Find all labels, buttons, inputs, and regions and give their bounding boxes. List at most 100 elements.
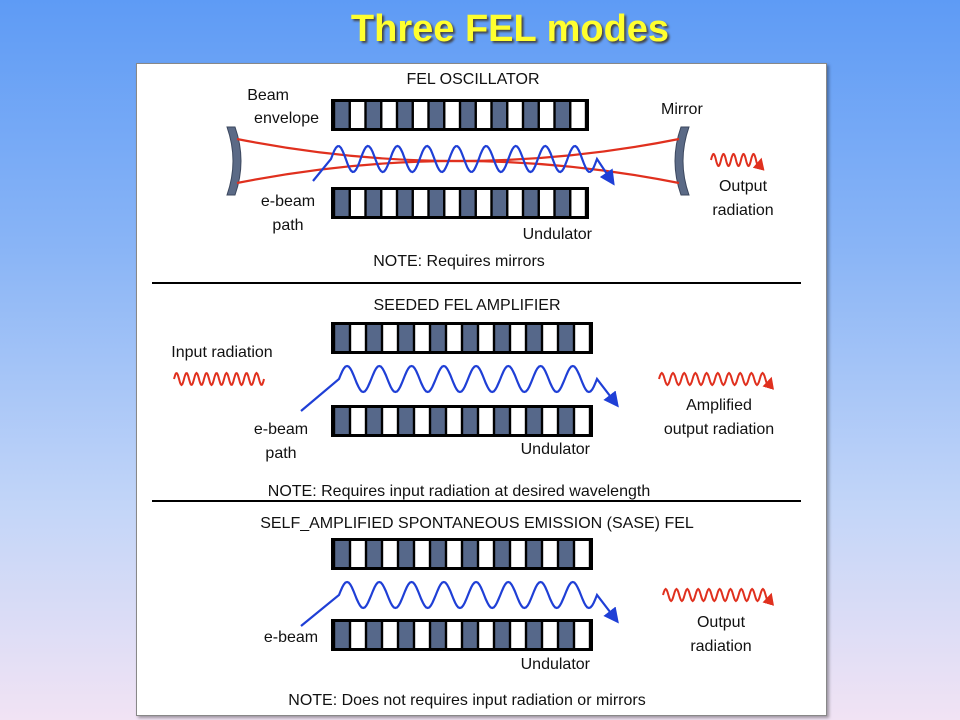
undulator-magnet — [431, 622, 445, 648]
sase-output-label-1: Output — [697, 614, 746, 631]
seeded-ebeam-label-1: e-beam — [254, 421, 308, 438]
undulator-magnet — [479, 622, 493, 648]
undulator-magnet — [479, 408, 493, 434]
undulator-magnet — [539, 102, 554, 128]
input-radiation-label: Input radiation — [171, 344, 272, 361]
seeded-undulator-label: Undulator — [521, 441, 591, 458]
undulator-magnet — [335, 541, 349, 567]
undulator-magnet — [382, 102, 396, 128]
undulator-magnet — [511, 541, 525, 567]
undulator-magnet — [447, 541, 461, 567]
undulator-magnet — [415, 408, 429, 434]
oscillator-undulator-top-magnets — [331, 99, 589, 131]
undulator-magnet — [366, 190, 381, 216]
undulator-magnet — [447, 325, 461, 351]
sase-ebeam-path — [300, 580, 619, 627]
undulator-magnet — [351, 325, 365, 351]
undulator-magnet — [382, 190, 396, 216]
undulator-magnet — [575, 622, 589, 648]
undulator-magnet — [559, 325, 573, 351]
seeded-heading: SEEDED FEL AMPLIFIER — [373, 297, 560, 314]
undulator-magnet — [575, 408, 589, 434]
amplified-output-radiation-wave — [658, 371, 774, 390]
undulator-magnet — [335, 325, 349, 351]
undulator-magnet — [335, 622, 349, 648]
undulator-magnet — [511, 408, 525, 434]
sase-note: NOTE: Does not requires input radiation … — [288, 692, 645, 709]
undulator-magnet — [543, 622, 557, 648]
undulator-magnet — [463, 325, 477, 351]
undulator-magnet — [508, 102, 522, 128]
undulator-magnet — [555, 102, 570, 128]
seeded-ebeam-path — [300, 364, 619, 412]
undulator-magnet — [415, 541, 429, 567]
diagram-panel: FEL OSCILLATOR Beam envelope Mirror e-be… — [136, 63, 827, 716]
undulator-magnet — [495, 622, 509, 648]
undulator-magnet — [463, 622, 477, 648]
undulator-magnet — [415, 325, 429, 351]
undulator-magnet — [476, 102, 491, 128]
undulator-magnet — [383, 541, 397, 567]
seeded-undulator-bottom-magnets — [331, 405, 593, 437]
oscillator-beam-envelope-lower — [236, 159, 680, 185]
oscillator-ebeam-path — [312, 144, 615, 186]
undulator-magnet — [350, 190, 365, 216]
undulator-magnet — [492, 190, 507, 216]
undulator-magnet — [479, 325, 493, 351]
undulator-magnet — [524, 190, 538, 216]
undulator-magnet — [398, 190, 412, 216]
undulator-magnet — [431, 408, 445, 434]
undulator-magnet — [559, 541, 573, 567]
mirror-label: Mirror — [661, 101, 703, 118]
sase-undulator-bottom-magnets — [331, 619, 593, 651]
oscillator-output-radiation-wave — [710, 152, 765, 171]
undulator-magnet — [399, 408, 413, 434]
undulator-magnet — [463, 408, 477, 434]
undulator-magnet — [399, 541, 413, 567]
oscillator-ebeam-label-1: e-beam — [261, 193, 315, 210]
seeded-undulator-top-magnets — [331, 322, 593, 354]
undulator-magnet — [351, 622, 365, 648]
undulator-magnet — [527, 325, 541, 351]
undulator-magnet — [351, 541, 365, 567]
oscillator-left-mirror — [226, 126, 242, 196]
oscillator-right-mirror — [674, 126, 690, 196]
input-radiation-wave — [173, 371, 265, 387]
sase-output-radiation-wave — [662, 587, 774, 606]
sase-heading: SELF_AMPLIFIED SPONTANEOUS EMISSION (SAS… — [260, 515, 694, 532]
oscillator-output-label-1: Output — [719, 178, 768, 195]
undulator-magnet — [445, 190, 459, 216]
sase-output-label-2: radiation — [690, 638, 751, 655]
undulator-magnet — [461, 102, 475, 128]
beam-envelope-label-1: Beam — [247, 87, 289, 104]
slide-title: Three FEL modes — [350, 8, 670, 50]
undulator-magnet — [527, 622, 541, 648]
undulator-magnet — [575, 541, 589, 567]
undulator-magnet — [399, 622, 413, 648]
sase-ebeam-label: e-beam — [264, 629, 318, 646]
seeded-note: NOTE: Requires input radiation at desire… — [268, 483, 650, 500]
undulator-magnet — [571, 102, 585, 128]
undulator-magnet — [495, 325, 509, 351]
undulator-magnet — [559, 622, 573, 648]
oscillator-undulator-bottom-magnets — [331, 187, 589, 219]
undulator-magnet — [447, 408, 461, 434]
undulator-magnet — [495, 541, 509, 567]
undulator-magnet — [383, 325, 397, 351]
seeded-ebeam-label-2: path — [265, 445, 296, 462]
undulator-magnet — [367, 325, 381, 351]
undulator-magnet — [476, 190, 491, 216]
undulator-magnet — [461, 190, 475, 216]
undulator-magnet — [431, 325, 445, 351]
undulator-magnet — [383, 622, 397, 648]
undulator-magnet — [571, 190, 585, 216]
sase-undulator-top-magnets — [331, 538, 593, 570]
undulator-magnet — [335, 408, 349, 434]
undulator-magnet — [463, 541, 477, 567]
oscillator-ebeam-label-2: path — [272, 217, 303, 234]
undulator-magnet — [543, 325, 557, 351]
undulator-magnet — [527, 541, 541, 567]
undulator-magnet — [495, 408, 509, 434]
undulator-magnet — [479, 541, 493, 567]
undulator-magnet — [335, 190, 349, 216]
